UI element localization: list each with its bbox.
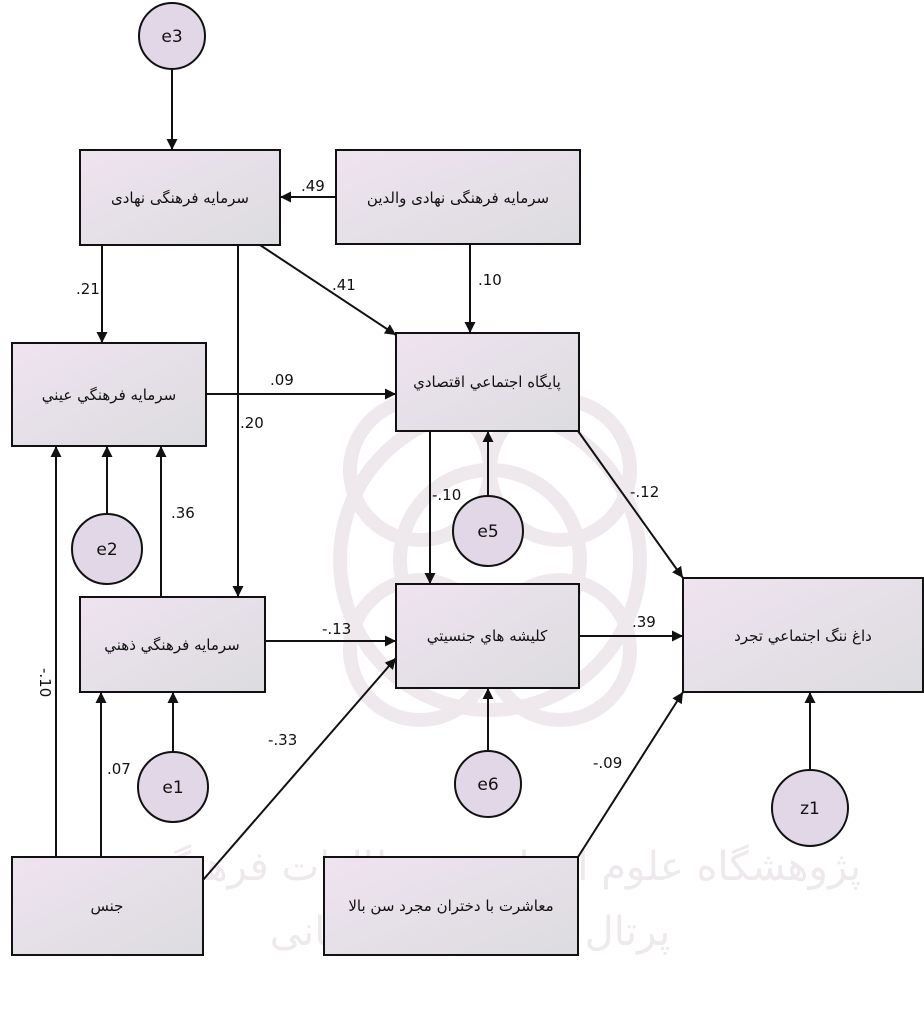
node-label-dagh: داغ ننگ اجتماعي تجرد [734, 627, 872, 646]
error-label-e5: e5 [477, 522, 498, 542]
node-label-paygah: پايگاه اجتماعي اقتصادي [413, 373, 561, 392]
error-circle-e1 [137, 751, 209, 823]
node-label-moasherat: معاشرت با دختران مجرد سن بالا [348, 897, 553, 915]
coef-paygah-dagh: -.12 [630, 483, 659, 501]
coef-nahadi-paygah: .41 [332, 276, 356, 294]
coef-valedin-paygah: .10 [478, 271, 502, 289]
coef-moasherat-dagh: -.09 [593, 754, 622, 772]
coef-jens-kalishe: -.33 [268, 731, 297, 749]
node-label-kalishe: كليشه هاي جنسيتي [427, 627, 548, 646]
coef-zehni-kalishe: -.13 [322, 620, 351, 638]
edge-paygah-dagh [577, 430, 684, 579]
coef-zehni-eyni: .36 [171, 504, 195, 522]
error-circle-z1 [771, 769, 849, 847]
node-label-nahadi: سرمایه فرهنگی نهادی [111, 189, 249, 207]
error-label-e1: e1 [162, 778, 183, 798]
error-circle-e5 [452, 495, 524, 567]
error-label-e3: e3 [161, 27, 182, 47]
coef-jens-eyni: -.10 [36, 668, 54, 697]
error-circle-e6 [454, 750, 522, 818]
error-label-e6: e6 [477, 775, 498, 795]
node-box-paygah [395, 332, 580, 432]
node-box-moasherat [323, 856, 579, 956]
node-box-valedin [335, 149, 581, 245]
edge-nahadi-paygah [259, 244, 397, 336]
node-box-dagh [682, 577, 924, 693]
edge-moasherat-dagh [577, 691, 684, 858]
coef-kalishe-dagh: .39 [632, 613, 656, 631]
node-label-eyni: سرمايه فرهنگي عيني [42, 386, 176, 405]
coef-paygah-kalishe: -.10 [432, 486, 461, 504]
node-box-zehni [79, 596, 266, 693]
error-label-e2: e2 [96, 540, 117, 560]
coef-valedin-nahadi: .49 [301, 177, 325, 195]
error-circle-e3 [138, 2, 206, 70]
coef-nahadi-eyni: .21 [76, 280, 100, 298]
edge-jens-kalishe [202, 657, 397, 881]
node-box-jens [11, 856, 204, 956]
node-box-kalishe [395, 583, 580, 689]
error-label-z1: z1 [800, 799, 820, 819]
node-label-zehni: سرمايه فرهنگي ذهني [104, 636, 240, 655]
node-box-nahadi [79, 149, 281, 246]
node-box-eyni [11, 342, 207, 447]
node-label-valedin: سرمایه فرهنگی نهادی والدین [367, 189, 549, 207]
coef-nahadi-zehni: .20 [240, 414, 264, 432]
coef-eyni-paygah: .09 [270, 371, 294, 389]
error-circle-e2 [71, 513, 143, 585]
coef-jens-zehni: .07 [107, 760, 131, 778]
node-label-jens: جنس [91, 897, 124, 915]
